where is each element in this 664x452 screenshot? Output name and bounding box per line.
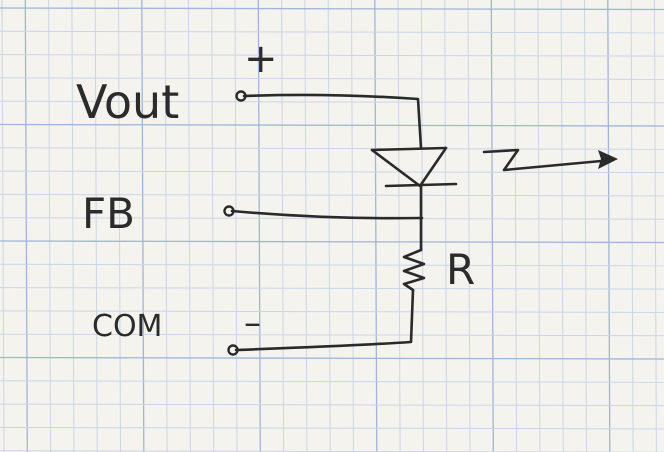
- grid-line-horizontal: [0, 403, 664, 407]
- grid-line-vertical: [374, 0, 378, 452]
- grid-line-horizontal: [0, 426, 664, 430]
- terminal-vout-dot: [235, 90, 247, 102]
- grid-line-vertical: [584, 0, 587, 452]
- grid-line-horizontal: [0, 77, 664, 80]
- grid-line-vertical: [653, 0, 657, 452]
- wire-resistor-to-com: [234, 288, 415, 352]
- label-com: COM: [92, 309, 162, 344]
- label-fb: FB: [82, 189, 135, 238]
- label-plus: +: [244, 36, 278, 82]
- arrow-head-icon: [598, 150, 618, 169]
- light-emission-arrow: [482, 148, 618, 172]
- grid-line-vertical: [211, 0, 215, 452]
- grid-line-vertical: [48, 0, 52, 452]
- grid-line-horizontal: [0, 380, 664, 383]
- grid-line-vertical: [397, 0, 401, 452]
- terminal-com-dot: [227, 344, 239, 356]
- grid-line-horizontal: [0, 123, 664, 127]
- grid-line-vertical: [164, 0, 168, 452]
- emission-zigzag: [482, 148, 614, 172]
- grid-line-vertical: [94, 0, 98, 452]
- led-icon: [370, 146, 458, 188]
- grid-line-vertical: [560, 0, 564, 452]
- grid-line-vertical: [537, 0, 541, 452]
- grid-line-horizontal: [0, 240, 664, 244]
- grid-line-vertical: [257, 0, 261, 452]
- grid-line-vertical: [444, 0, 448, 452]
- grid-line-vertical: [490, 0, 494, 452]
- grid-line-vertical: [71, 0, 75, 452]
- grid-line-horizontal: [0, 54, 664, 57]
- grid-line-vertical: [327, 0, 331, 452]
- grid-line-horizontal: [0, 287, 664, 290]
- grid-line-horizontal: [0, 147, 664, 150]
- label-vout: Vout: [76, 75, 179, 129]
- grid-line-vertical: [351, 0, 354, 452]
- wire-fb-node: [230, 209, 424, 220]
- grid-line-vertical: [24, 0, 28, 452]
- grid-line-vertical: [514, 0, 518, 452]
- wires: [230, 93, 424, 352]
- grid-line-horizontal: [0, 193, 664, 197]
- grid-line-horizontal: [0, 170, 664, 174]
- grid-line-vertical: [607, 0, 611, 452]
- grid-line-vertical: [187, 0, 191, 452]
- wire-vout-to-led: [242, 93, 423, 150]
- grid-line-horizontal: [0, 356, 664, 360]
- terminal-fb-dot: [223, 205, 235, 217]
- grid-line-vertical: [630, 0, 634, 452]
- grid-line-vertical: [304, 0, 308, 452]
- led-cathode-bar: [384, 182, 458, 188]
- resistor-zigzag: [402, 248, 426, 292]
- grid-line-vertical: [118, 0, 121, 452]
- label-minus: –: [244, 303, 261, 343]
- led-anode-bar: [370, 146, 448, 152]
- grid-line-vertical: [141, 0, 145, 452]
- grid-line-horizontal: [0, 263, 664, 267]
- grid-line-vertical: [467, 0, 471, 452]
- grid-line-horizontal: [0, 333, 664, 337]
- grid-line-horizontal: [0, 310, 664, 313]
- led-triangle: [370, 146, 448, 188]
- label-resistor: R: [446, 245, 475, 294]
- grid-line-horizontal: [0, 7, 664, 11]
- grid-line-vertical: [1, 0, 5, 452]
- grid-line-vertical: [234, 0, 238, 452]
- grid-line-vertical: [281, 0, 285, 452]
- grid-line-vertical: [420, 0, 424, 452]
- grid-line-horizontal: [0, 100, 664, 104]
- grid-line-horizontal: [0, 30, 664, 34]
